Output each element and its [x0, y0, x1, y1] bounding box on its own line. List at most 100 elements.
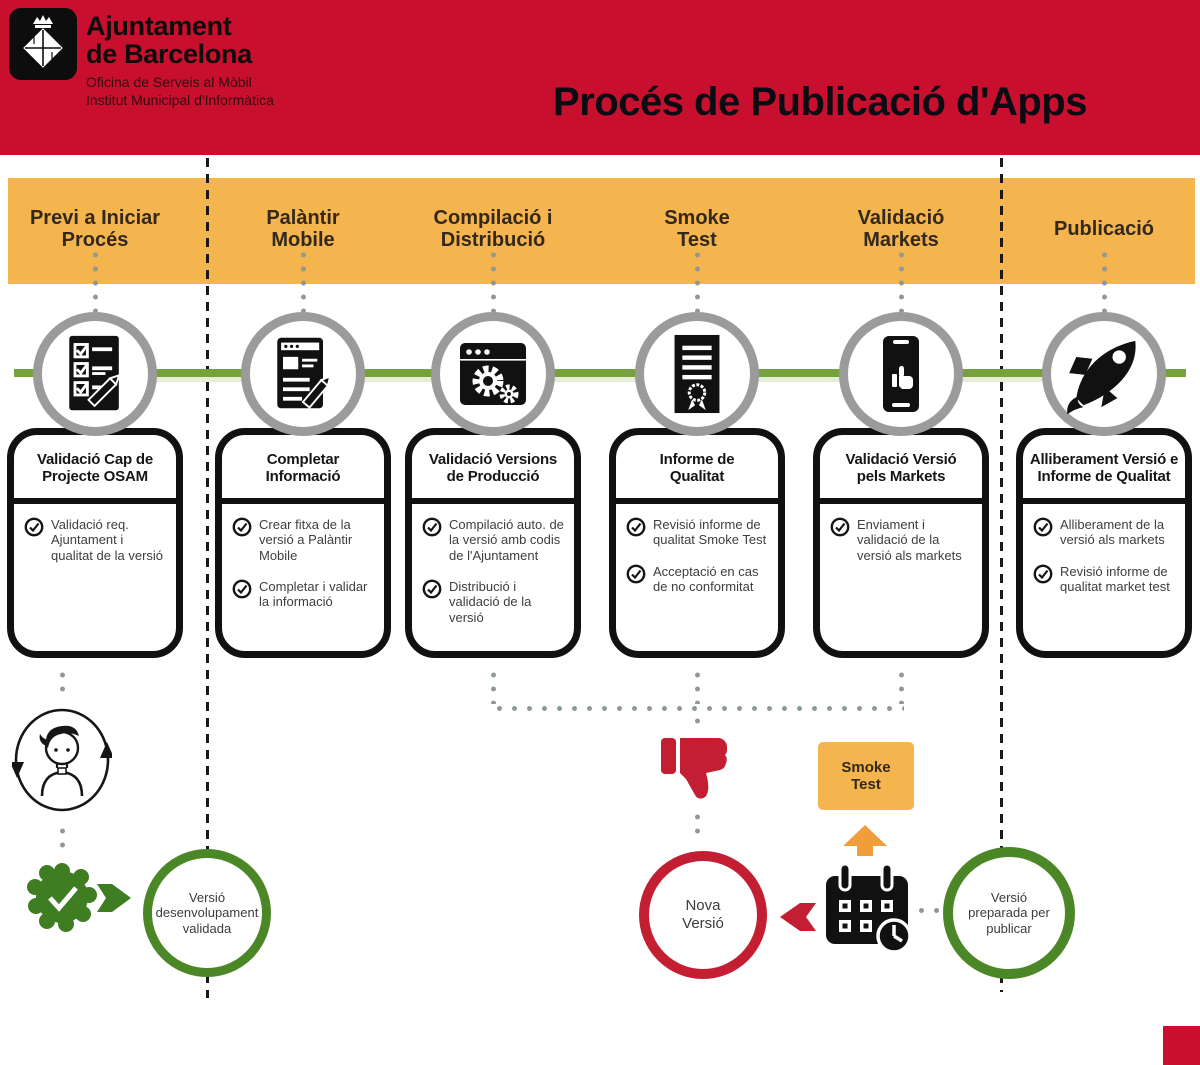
thumbs-down-icon: [657, 734, 735, 813]
stage-card: Validació Cap de Projecte OSAM Validació…: [7, 428, 183, 658]
checklist-item-text: Enviament i validació de la versió als m…: [857, 517, 962, 563]
stage-header-validacio-markets: Validació Markets: [857, 206, 945, 251]
stage-band: [8, 178, 1195, 284]
stage-card: Validació Versió pels Markets Enviament …: [813, 428, 989, 658]
page-title: Procés de Publicació d'Apps: [553, 80, 1087, 124]
checklist-item: Alliberament de la versió als markets: [1033, 517, 1177, 548]
checklist-item-text: Compilació auto. de la versió amb codis …: [449, 517, 564, 563]
stage-header-compilacio: Compilació i Distribució: [433, 206, 553, 251]
card-title: Validació Versions de Producció: [428, 451, 558, 485]
version-validated-label: Versió desenvolupament validada: [155, 889, 259, 936]
checklist-item: Crear fitxa de la versió a Palàntir Mobi…: [232, 517, 376, 563]
stage-circle: [33, 312, 157, 436]
checklist-item: Completar i validar la informació: [232, 579, 376, 610]
stage-header-previ-a-iniciar: Previ a Iniciar Procés: [29, 206, 161, 251]
card-title: Validació Versió pels Markets: [845, 451, 957, 485]
card-divider: [820, 498, 982, 504]
dotted-connector: [899, 248, 904, 312]
checklist-item: Acceptació en cas de no conformitat: [626, 564, 770, 595]
dotted-connector: [93, 248, 98, 312]
stage-card: Alliberament Versió e Informe de Qualita…: [1016, 428, 1192, 658]
checklist-item-text: Completar i validar la informació: [259, 578, 368, 610]
dotted-connector: [491, 248, 496, 312]
form-edit-icon: [277, 337, 332, 409]
stage-circle: [839, 312, 963, 436]
checklist-item-text: Validació req. Ajuntament i qualitat de …: [51, 517, 164, 563]
stage-circle: [1042, 312, 1166, 436]
check-circle-icon: [830, 517, 850, 537]
check-circle-icon: [232, 579, 252, 599]
version-ready-label: Versió preparada per publicar: [968, 889, 1050, 936]
dotted-connector: [491, 668, 496, 704]
checklist-item-text: Acceptació en cas de no conformitat: [653, 563, 759, 594]
card-title: Alliberament Versió e Informe de Qualita…: [1029, 451, 1179, 485]
phase-divider-dashed-line: [1000, 158, 1003, 992]
dotted-connector: [60, 824, 65, 854]
check-circle-icon: [422, 517, 442, 537]
stage-header-palantir-mobile: Palàntir Mobile: [266, 206, 340, 251]
check-circle-icon: [24, 517, 44, 537]
checklist-item-text: Revisió informe de qualitat market test: [1060, 563, 1170, 594]
check-circle-icon: [422, 579, 442, 599]
stage-circle: [241, 312, 365, 436]
dotted-connector: [1102, 248, 1107, 312]
card-divider: [222, 498, 384, 504]
checklist-item: Validació req. Ajuntament i qualitat de …: [24, 517, 168, 563]
stage-circle: [431, 312, 555, 436]
process-line: [14, 369, 1186, 377]
stage-card: Informe de Qualitat Revisió informe de q…: [609, 428, 785, 658]
card-title: Completar Informació: [265, 451, 341, 485]
dotted-connector: [695, 714, 700, 730]
stage-circle: [635, 312, 759, 436]
arrow-right-icon: [97, 879, 133, 922]
calendar-clock-icon: [826, 862, 912, 961]
version-validated-circle: Versió desenvolupament validada: [143, 849, 271, 977]
nova-versio-label: Nova Versió: [682, 897, 724, 932]
phase-divider-dashed-line: [206, 158, 209, 998]
checklist-item: Revisió informe de qualitat market test: [1033, 564, 1177, 595]
org-subtitle-2: Institut Municipal d'Informàtica: [86, 92, 274, 108]
red-header-band: [0, 0, 1200, 155]
phone-approval-icon: [883, 336, 919, 412]
check-circle-icon: [1033, 517, 1053, 537]
nova-versio-circle: Nova Versió: [639, 851, 767, 979]
card-divider: [412, 498, 574, 504]
stage-card: Validació Versions de Producció Compilac…: [405, 428, 581, 658]
rocket-icon: [1067, 340, 1136, 415]
dotted-connector: [60, 668, 65, 698]
checklist-pencil-icon: [69, 335, 121, 411]
arrow-up-icon: [843, 825, 887, 864]
arrow-left-icon: [778, 897, 816, 942]
checklist-item-text: Crear fitxa de la versió a Palàntir Mobi…: [259, 517, 353, 563]
org-subtitle-1: Oficina de Serveis al Mòbil: [86, 74, 252, 90]
dotted-connector: [695, 810, 700, 842]
browser-gears-icon: [460, 343, 526, 405]
bcn-crest-icon: [9, 8, 77, 80]
version-ready-circle: Versió preparada per publicar: [943, 847, 1075, 979]
dotted-connector: [899, 668, 904, 704]
checklist-item-text: Distribució i validació de la versió: [449, 578, 532, 625]
card-divider: [1023, 498, 1185, 504]
person-cycle-icon: [10, 704, 114, 821]
corner-red-square: [1163, 1026, 1200, 1065]
card-divider: [14, 498, 176, 504]
dotted-connector: [695, 668, 700, 704]
check-circle-icon: [626, 517, 646, 537]
checklist-item: Distribució i validació de la versió: [422, 579, 566, 625]
dotted-connector: [695, 248, 700, 312]
dotted-connector-horizontal: [914, 908, 942, 913]
seal-check-icon: [26, 862, 98, 939]
check-circle-icon: [1033, 564, 1053, 584]
smoke-test-box: Smoke Test: [818, 742, 914, 810]
dotted-connector-horizontal: [492, 706, 904, 711]
dotted-connector: [301, 248, 306, 312]
card-title: Validació Cap de Projecte OSAM: [36, 451, 153, 485]
checklist-item: Revisió informe de qualitat Smoke Test: [626, 517, 770, 548]
org-name: Ajuntament de Barcelona: [86, 11, 252, 70]
stage-header-smoke-test: Smoke Test: [664, 206, 730, 251]
process-line-shadow: [40, 376, 1165, 382]
checklist-item-text: Revisió informe de qualitat Smoke Test: [653, 517, 767, 548]
stage-header-publicacio: Publicació: [1053, 217, 1155, 240]
check-circle-icon: [626, 564, 646, 584]
